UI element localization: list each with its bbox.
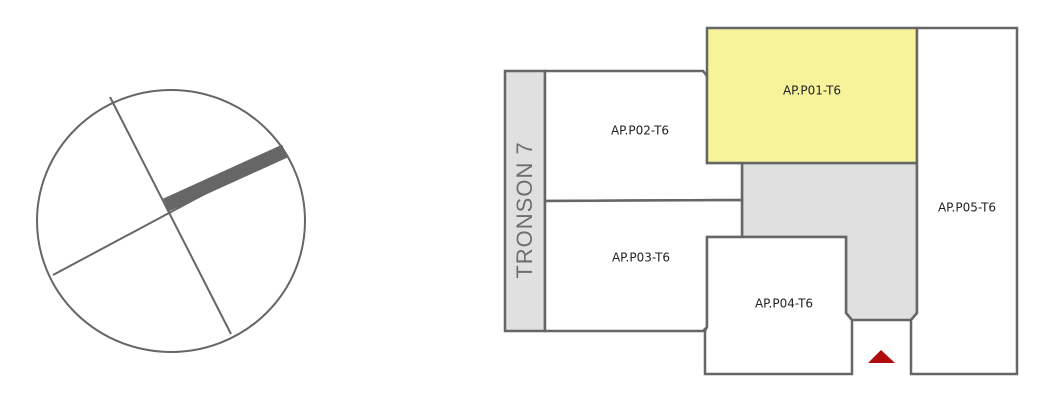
wing-label: TRONSON 7 — [512, 141, 537, 278]
compass-circle — [36, 89, 306, 353]
compass-axis-1 — [109, 96, 232, 335]
tronson-wing — [503, 69, 547, 333]
unit-label-p04: AP.P04-T6 — [755, 297, 813, 311]
unit-ap-p04[interactable] — [703, 235, 854, 376]
unit-label-p02: AP.P02-T6 — [611, 124, 669, 138]
unit-label-p03: AP.P03-T6 — [612, 251, 670, 265]
orientation-compass — [36, 89, 306, 353]
unit-label-p05: AP.P05-T6 — [938, 201, 996, 215]
unit-label-p01: AP.P01-T6 — [783, 84, 841, 98]
entrance-arrow-icon — [868, 350, 895, 363]
orientation-bar — [163, 144, 288, 212]
unit-ap-p05[interactable] — [909, 26, 1019, 376]
